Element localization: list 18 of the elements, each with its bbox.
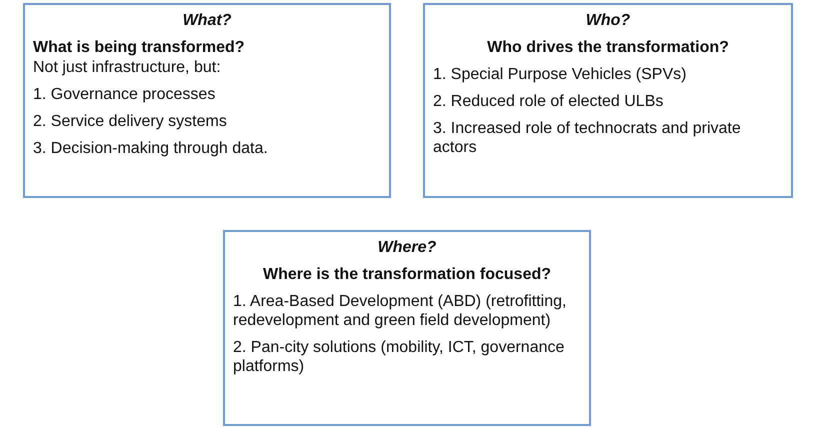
box-question: Who drives the transformation? — [486, 38, 730, 57]
text-box — [23, 3, 391, 198]
list-item: 1. Governance processes — [33, 85, 216, 104]
box-question: Where is the transformation focused? — [262, 265, 552, 284]
list-item: 3. Decision-making through data. — [33, 139, 269, 158]
list-item: 2. Service delivery systems — [33, 112, 228, 131]
list-item: 2. Reduced role of elected ULBs — [433, 92, 664, 111]
list-item: 1. Special Purpose Vehicles (SPVs) — [433, 65, 688, 84]
box-heading: What? — [182, 11, 232, 30]
list-item: 1. Area-Based Development (ABD) (retrofitting, redevelopment and green field development) — [233, 292, 568, 330]
box-heading: Where? — [376, 238, 438, 257]
list-item: 2. Pan-city solutions (mobility, ICT, governance platforms) — [233, 338, 566, 376]
text-box — [223, 230, 591, 426]
box-question: What is being transformed? — [33, 38, 246, 57]
list-item: Not just infrastructure, but: — [33, 58, 222, 77]
box-heading: Who? — [584, 11, 632, 30]
list-item: 3. Increased role of technocrats and private actors — [433, 119, 742, 157]
text-box — [423, 3, 793, 198]
